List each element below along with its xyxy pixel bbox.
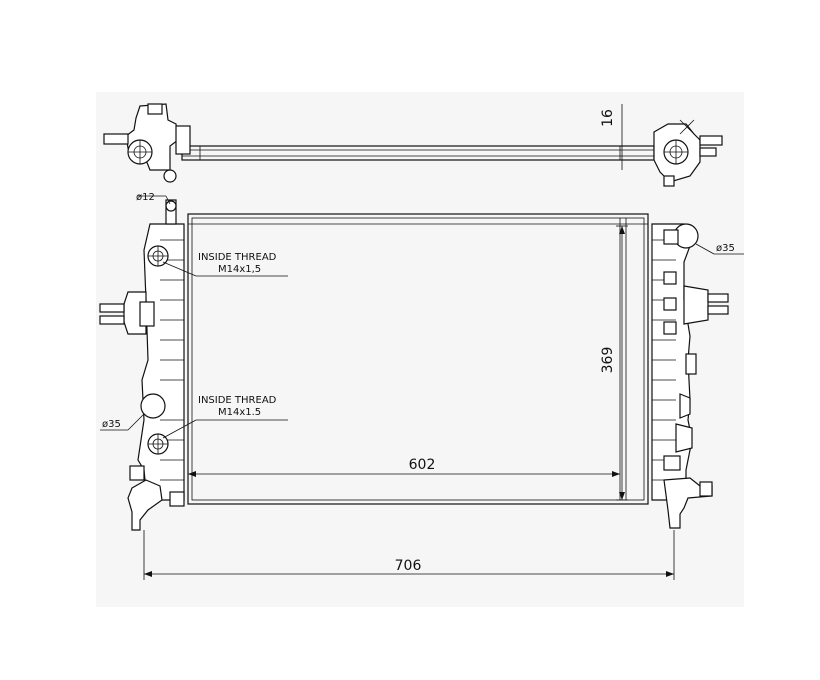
callout-thread-bottom-title: INSIDE THREAD: [198, 395, 277, 406]
dimension-core-width: 602: [409, 457, 436, 473]
callout-thread-top-spec: M14x1,5: [218, 264, 261, 275]
dimension-core-height: 369: [600, 347, 616, 374]
pipe-12: [165, 199, 177, 225]
callout-pipe-12: ø12: [136, 192, 155, 203]
radiator-core: [187, 213, 649, 505]
left-pipe-35: [140, 393, 166, 419]
dimension-overall-width: 706: [395, 558, 422, 574]
callout-pipe-left-35: ø35: [102, 419, 121, 430]
callout-thread-bottom-spec: M14x1.5: [218, 407, 261, 418]
top-view: [103, 103, 723, 187]
dimension-depth: 16: [600, 109, 616, 127]
left-bottom-foot: [127, 479, 163, 531]
right-side-connector: [683, 285, 709, 325]
callout-thread-top-title: INSIDE THREAD: [198, 252, 277, 263]
front-view: [99, 195, 744, 580]
callout-pipe-right-35: ø35: [716, 243, 735, 254]
drawing-background: [96, 92, 744, 607]
